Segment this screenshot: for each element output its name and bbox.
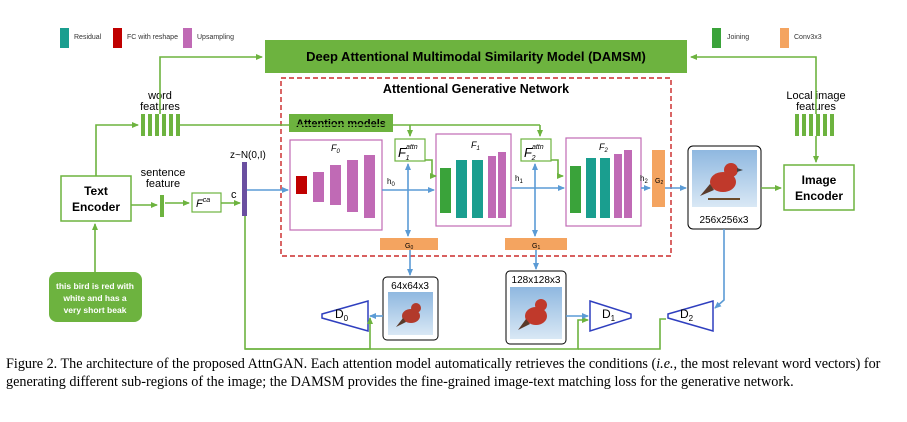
stage1-generator-label: F1 [471, 140, 480, 152]
generated-image-64-label: 64x64x3 [391, 281, 429, 292]
stage2-generator-label: F2 [599, 142, 609, 154]
damsm-box [265, 40, 687, 73]
text-encoder-box [60, 175, 132, 222]
legend-label-residual: Residual [74, 34, 102, 41]
hidden-state-h2-label: h2 [640, 174, 648, 185]
discriminator-d0-label: D0 [335, 307, 349, 323]
word-features-bars [141, 114, 180, 136]
attention-models-bar [289, 114, 393, 132]
stage0-generator-label: F0 [331, 143, 341, 155]
generative-network-frame [280, 77, 672, 257]
discriminator-d2 [667, 300, 714, 332]
input-text-line2: white and has a [62, 293, 127, 303]
discriminator-d1 [589, 299, 632, 333]
legend-label-conv3x3: Conv3x3 [794, 34, 822, 41]
input-text-box [49, 272, 142, 322]
hidden-state-h1-label: h1 [515, 174, 523, 185]
generative-network-label: Attentional Generative Network [383, 82, 569, 96]
generated-image-64-frame: 64x64x3 [382, 276, 439, 341]
image-generator-g1-label: G1 [532, 243, 540, 251]
bird-icon-128 [518, 299, 547, 330]
figure-caption: Figure 2. The architecture of the propos… [6, 356, 881, 390]
legend-label-joining: Joining [727, 34, 749, 41]
legend-left: Residual FC with reshape Upsampling [60, 28, 234, 48]
generated-image-256-frame: 256x256x3 [687, 145, 762, 230]
generated-image-128-label: 128x128x3 [512, 275, 561, 286]
input-text-line1: this bird is red with [56, 281, 134, 291]
bird-icon-256 [700, 163, 743, 200]
local-image-features-bars [795, 114, 834, 136]
sentence-feature-bar [160, 195, 164, 217]
text-encoder-label-line2: Encoder [72, 200, 120, 214]
damsm-label: Deep Attentional Multimodal Similarity M… [306, 49, 646, 64]
generated-image-256-label: 256x256x3 [700, 215, 749, 226]
discriminator-d1-label: D1 [602, 307, 616, 323]
noise-concat-bar [242, 162, 247, 216]
image-encoder-label-line1: Image [802, 173, 837, 187]
legend-right: Joining Conv3x3 [712, 28, 822, 48]
legend-label-upsampling: Upsampling [197, 34, 234, 41]
image-generator-g0-label: G0 [405, 243, 413, 251]
image-generator-g2-box [652, 150, 665, 207]
blue-connectors [247, 163, 725, 319]
input-text-line3: very short beak [64, 305, 127, 315]
image-encoder-label-line2: Encoder [795, 189, 843, 203]
green-connectors [92, 54, 819, 350]
stage0-layers [296, 155, 375, 218]
image-generator-g2-label: G2 [655, 178, 663, 186]
attention-model-1-box [394, 138, 426, 162]
stage1-layers [440, 152, 506, 218]
legend-swatch-joining [712, 28, 721, 48]
attention-model-2-box [520, 138, 552, 162]
conditioning-augmentation-label: Fca [196, 197, 210, 210]
attention-models-label: Attention models [296, 118, 386, 130]
generated-image-128-frame: 128x128x3 [505, 270, 567, 345]
sentence-feature-label-line1: sentence [141, 167, 186, 179]
image-generator-g0-box [380, 238, 438, 250]
legend-swatch-upsampling [183, 28, 192, 48]
legend-swatch-residual [60, 28, 69, 48]
discriminator-d2-label: D2 [680, 307, 694, 323]
legend-label-fc-reshape: FC with reshape [127, 34, 178, 41]
noise-label: z~N(0,I) [230, 150, 266, 161]
hidden-state-h0-label: h0 [387, 177, 395, 188]
discriminator-d0 [321, 300, 369, 332]
legend-swatch-conv3x3 [780, 28, 789, 48]
legend-swatch-fc-reshape [113, 28, 122, 48]
image-encoder-box [783, 164, 855, 211]
stage2-layers [570, 150, 632, 218]
condition-c-label: c [231, 189, 237, 201]
text-encoder-label-line1: Text [84, 184, 108, 198]
attngan-architecture-diagram: Residual FC with reshape Upsampling Join… [49, 28, 855, 350]
sentence-feature-label-line2: feature [146, 178, 180, 190]
bird-icon-64 [396, 303, 421, 327]
image-generator-g1-box [505, 238, 567, 250]
